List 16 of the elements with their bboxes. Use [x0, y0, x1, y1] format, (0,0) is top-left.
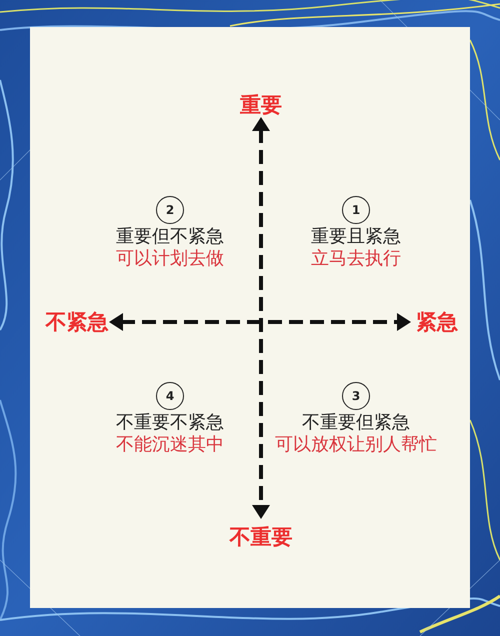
number-circle: 3	[342, 382, 370, 410]
quadrant-title: 不重要但紧急	[302, 412, 410, 434]
axis-label: 不重要	[230, 525, 292, 549]
axis-label: 重要	[240, 93, 282, 117]
quadrant-title: 重要且紧急	[311, 226, 401, 248]
action-note: 立马去执行	[311, 248, 401, 270]
number-circle: 2	[156, 196, 184, 224]
action-note: 不能沉迷其中	[116, 434, 224, 456]
action-note: 可以计划去做	[116, 248, 224, 270]
number-circle: 1	[342, 196, 370, 224]
action-note: 可以放权让别人帮忙	[275, 434, 437, 456]
axis-label: 不紧急	[46, 310, 108, 334]
number-circle: 4	[156, 382, 184, 410]
quadrant-title: 不重要不紧急	[116, 412, 224, 434]
quadrant-title: 重要但不紧急	[116, 226, 224, 248]
axis-label: 紧急	[416, 310, 458, 334]
